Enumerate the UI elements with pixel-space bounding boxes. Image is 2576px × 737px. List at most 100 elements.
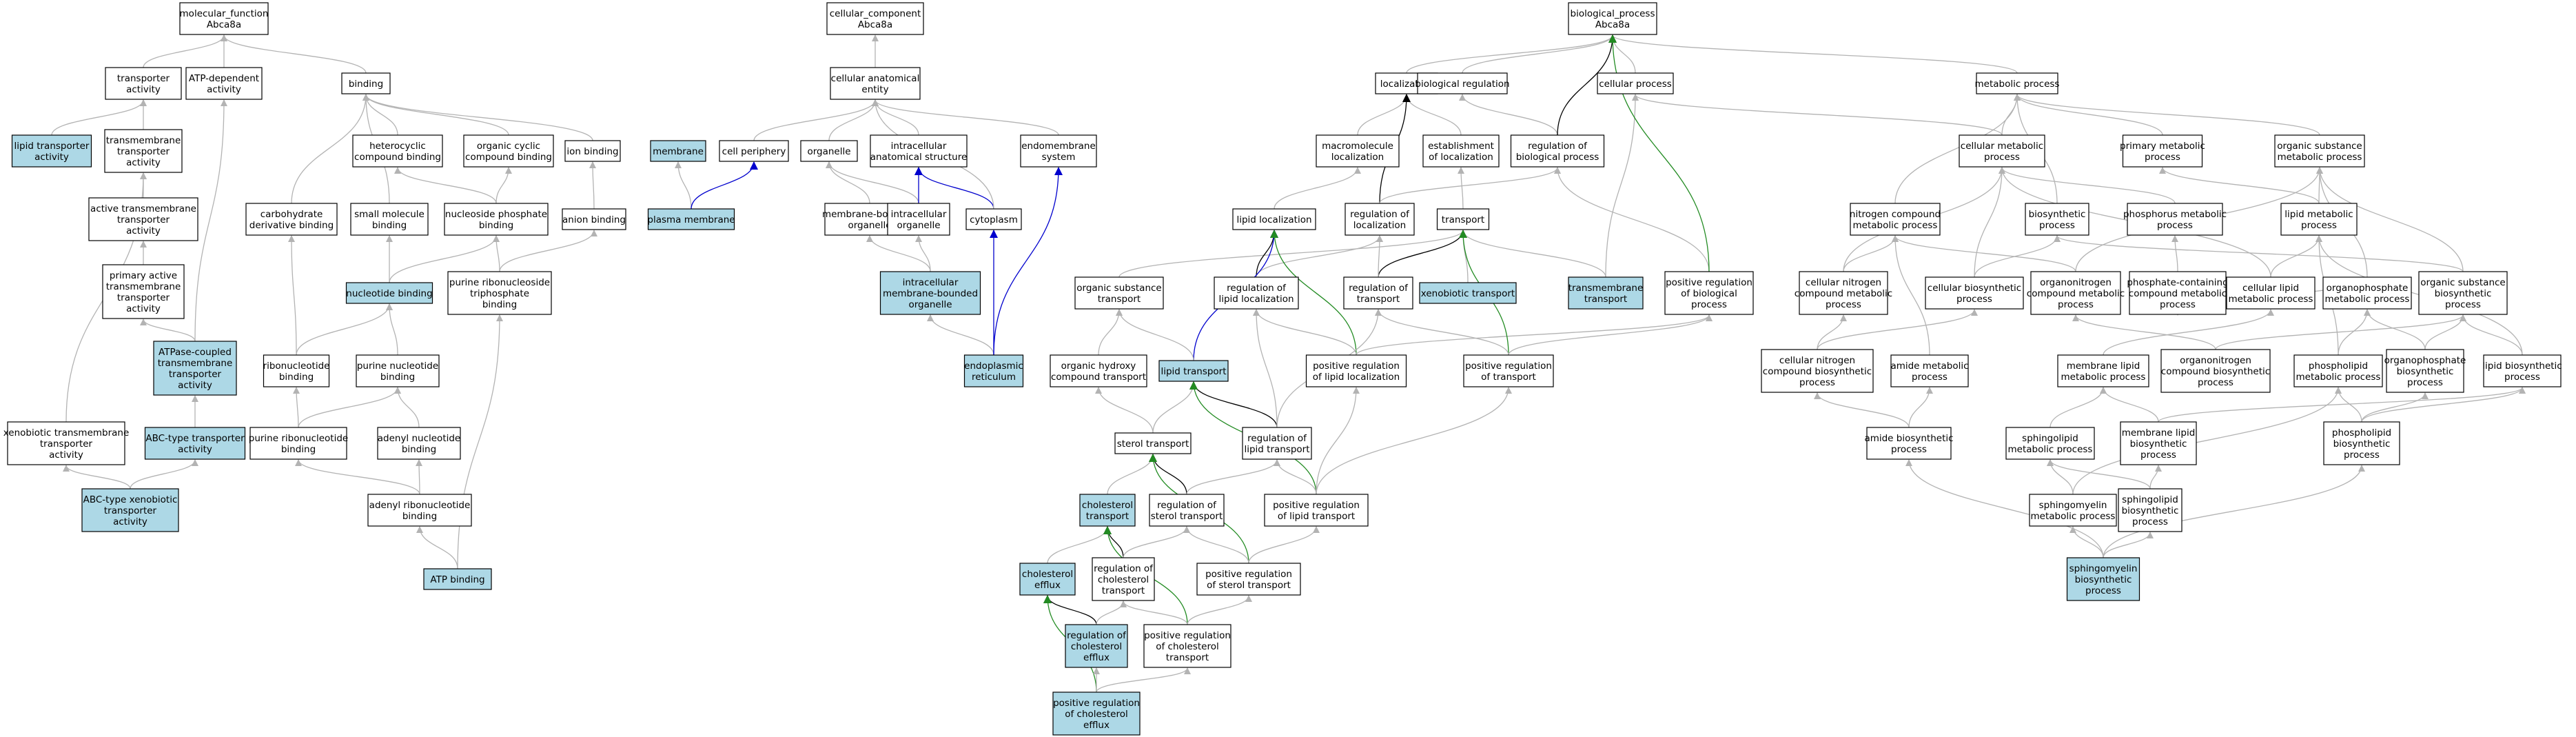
edge-is-a-cellular-metabolic-to-cellular-process: [1632, 94, 2003, 136]
go-term-box: [245, 203, 338, 236]
go-term-box: [2029, 494, 2117, 527]
edge-is-a-lipid-localization-to-macromolecule-loc: [1274, 167, 1361, 210]
go-term-box: [1264, 494, 1369, 527]
go-term-label-line: transport: [1098, 294, 1141, 305]
go-term-label-line: regulation of: [1350, 209, 1410, 220]
go-term-box: [263, 354, 330, 387]
edge-is-a-reg-lipid-localization-to-reg-localization: [1256, 235, 1383, 278]
edge-is-a-reg-lipid-transport-to-reg-lipid-localization: [1253, 309, 1278, 428]
edge-positively-regulates-pos-reg-bp-to-bp: [1608, 34, 1710, 272]
go-term-label-line: binding: [372, 220, 407, 231]
go-term-box: [1114, 432, 1192, 454]
go-term-label-line: entity: [861, 84, 888, 95]
go-term-label-line: of cholesterol: [1065, 709, 1128, 720]
go-term-box: [1019, 563, 1076, 596]
go-term-label-line: transporter: [117, 73, 170, 84]
go-term-label-line: transporter: [40, 438, 93, 450]
go-term-label-line: ribonucleotide: [263, 361, 330, 372]
go-term-label-line: lipid metabolic: [2284, 209, 2353, 220]
go-term-label-line: sterol transport: [1117, 438, 1189, 450]
go-term-label-line: primary metabolic: [2120, 141, 2205, 152]
go-term-label-line: process: [2445, 299, 2481, 310]
edge-is-a-sphingomyelin-metabolic-to-sphingolipid-metabolic: [2047, 459, 2074, 495]
go-term-label-line: compound metabolic: [2027, 288, 2125, 299]
go-term-box: [11, 134, 92, 168]
edge-is-a-lipid-biosynthetic-to-organic-substance-biosynthetic: [2460, 314, 2523, 356]
go-term-box: [2025, 203, 2089, 236]
edge-is-a-endomembrane-to-cae: [872, 99, 1059, 136]
go-term-label-line: process: [2157, 220, 2193, 231]
go-term-label-line: regulation of: [1157, 500, 1217, 511]
edge-is-a-nucleoside-phosphate-to-organic-cyclic: [495, 167, 512, 204]
go-term-label-line: process: [1691, 299, 1727, 310]
go-term-label-line: Abca8a: [207, 19, 241, 30]
go-term-box: [1422, 134, 1500, 168]
edge-is-a-sphingolipid-metabolic-to-membrane-lipid-metabolic: [2049, 387, 2107, 428]
edge-positively-regulates-pos-reg-lipid-localization-to-lipid-localization: [1270, 230, 1357, 356]
edge-is-a-primary-metabolic-to-metabolic-process: [2014, 94, 2163, 136]
go-term-label-line: organelle: [908, 299, 952, 310]
go-term-label-line: organic hydroxy: [1061, 361, 1136, 372]
go-term-node-ion-binding: ion binding: [564, 140, 621, 162]
go-term-box: [1143, 624, 1231, 668]
edge-is-a-organic-substance-biosynthetic-to-biosynthetic: [2054, 235, 2464, 272]
go-term-label-line: process: [2132, 516, 2168, 527]
go-term-label-line: organelle: [848, 220, 891, 231]
go-term-node-membrane: membrane: [650, 140, 706, 162]
go-term-label-line: of biological: [1681, 288, 1737, 299]
go-term-label-line: metabolic process: [2325, 294, 2410, 305]
go-term-label-line: cellular nitrogen: [1806, 277, 1881, 288]
edge-regulates-reg-lipid-localization-to-lipid-localization: [1256, 230, 1278, 278]
go-term-label-line: compound binding: [465, 152, 552, 163]
edge-is-a-binding-to-mf: [221, 34, 367, 74]
go-term-box: [345, 282, 433, 304]
go-term-label-line: cholesterol: [1022, 569, 1073, 580]
edge-is-a-sphingomyelin-biosynthetic-to-sphingomyelin-metabolic: [2069, 526, 2104, 558]
go-term-label-line: cellular_component: [830, 8, 921, 19]
go-term-box: [965, 208, 1022, 230]
go-term-label-line: plasma membrane: [647, 214, 735, 225]
go-term-label-line: metabolic process: [1853, 220, 1938, 231]
go-term-label-line: transporter: [117, 146, 170, 157]
edge-is-a-transporter-activity-to-mf: [143, 34, 227, 68]
go-term-label-line: membrane-bounded: [883, 288, 978, 299]
go-term-label-line: molecular_function: [180, 8, 269, 19]
go-term-box: [423, 568, 492, 590]
go-term-label-line: binding: [402, 444, 436, 455]
go-term-box: [179, 2, 269, 35]
edge-is-a-transport-to-establishment-loc: [1458, 167, 1465, 210]
go-term-box: [879, 271, 981, 315]
go-term-label-line: biosynthetic: [2397, 366, 2454, 377]
edge-is-a-adenyl-ribonucleotide-to-purine-ribonucleotide: [295, 459, 420, 495]
go-term-label-line: sphingolipid: [2022, 433, 2078, 444]
go-term-node-cytoplasm: cytoplasm: [965, 208, 1022, 230]
edge-is-a-purine-nucleotide-to-nucleotide-binding: [386, 303, 398, 356]
go-term-label-line: metabolic process: [1975, 79, 2060, 90]
edge-is-a-purine-ribonucleoside-tp-to-nucleoside-phosphate: [493, 235, 500, 272]
edge-is-a-amide-metabolic-to-nitrogen-compound-metabolic: [1892, 235, 1930, 356]
go-term-label-line: positive regulation: [1205, 569, 1292, 580]
go-term-label-line: membrane: [653, 146, 704, 157]
go-term-label-line: nitrogen compound: [1850, 209, 1941, 220]
go-term-box: [2118, 488, 2183, 532]
go-term-box: [562, 208, 626, 230]
edge-is-a-organonitrogen-biosynthetic-to-organic-substance-biosynthetic: [2215, 314, 2466, 350]
go-term-node-cell-periphery: cell periphery: [719, 140, 789, 162]
